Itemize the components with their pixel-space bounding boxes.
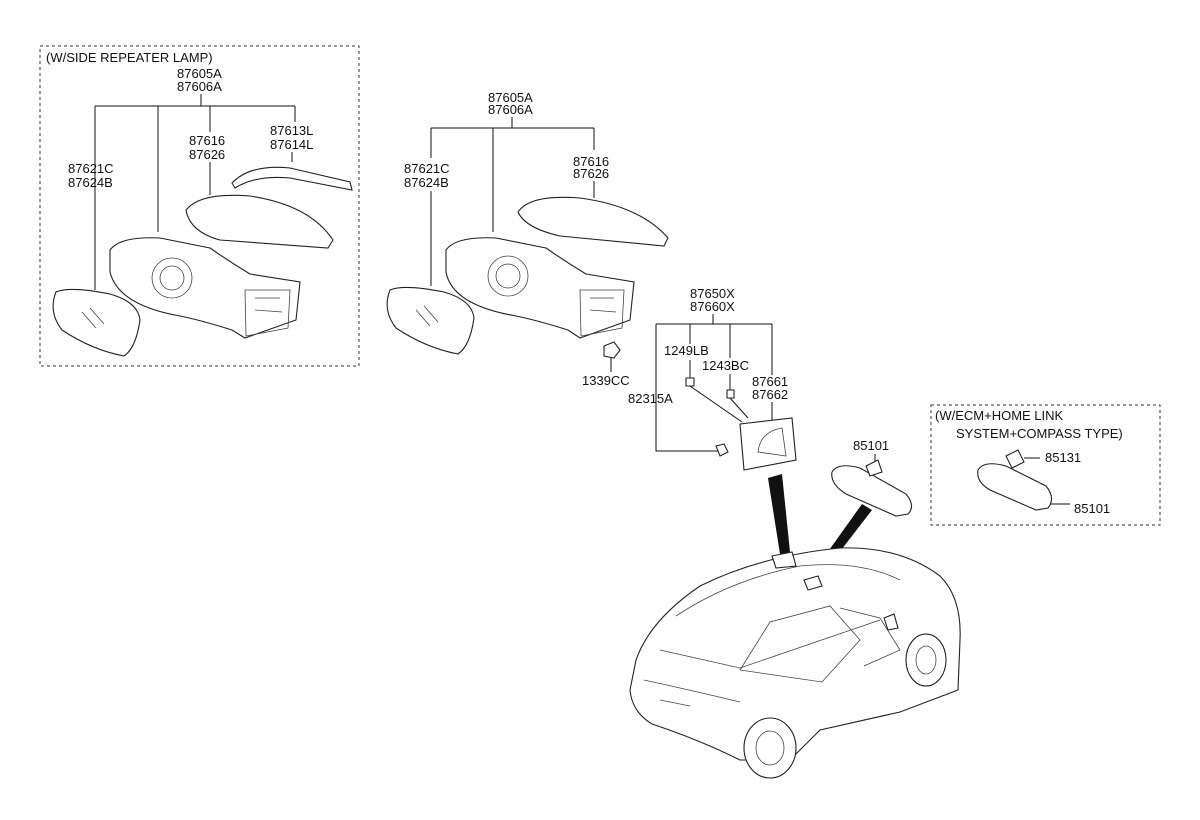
garnish-bolt-a [685,377,695,387]
inside-mirror-label[interactable]: 85101 [853,438,889,453]
garnish-bolt-b-label[interactable]: 1243BC [702,358,749,373]
center-mirror-glass [386,286,475,355]
inside-mirror [831,465,913,517]
garnish-group: 87650X 87660X 1249LB 1243BC 87661 87662 … [628,286,797,471]
side-repeater-note: (W/SIDE REPEATER LAMP) [46,50,213,65]
center-leader-lines [430,117,595,232]
garnish-part-label-top[interactable]: 87661 [752,374,788,389]
center-assy-label-bottom[interactable]: 87606A [488,102,533,117]
ecm-box [930,404,1161,526]
center-mirror-cover [517,196,669,247]
vehicle-rear-wheel [743,717,797,779]
center-assy-label-top[interactable]: 87605A [488,90,533,105]
ecm-harness [1005,449,1025,469]
left-assy-label-bottom[interactable]: 87606A [177,79,222,94]
center-nut [603,341,621,359]
ecm-harness-label[interactable]: 85131 [1045,450,1081,465]
garnish-clip [715,443,729,457]
left-repeater-lamp [231,166,353,191]
vehicle-body [629,547,961,761]
center-actuator [487,255,529,297]
ecm-mirror-label[interactable]: 85101 [1074,501,1110,516]
vehicle-mirror-mount [803,575,823,591]
ecm-mirror [977,463,1053,511]
center-nut-label[interactable]: 1339CC [582,373,630,388]
garnish-assy-label-bottom[interactable]: 87660X [690,299,735,314]
garnish-triangle [739,417,797,471]
garnish-leader-lines [655,314,773,452]
ecm-group: (W/ECM+HOME LINK SYSTEM+COMPASS TYPE) 85… [930,404,1161,526]
left-mirror-cover [185,194,334,249]
left-actuator [151,257,193,299]
center-mirror-group: 87605A 87606A 87621C 87624B 87616 87626 … [386,90,669,388]
left-assy-label-top[interactable]: 87605A [177,66,222,81]
ecm-note-line2: SYSTEM+COMPASS TYPE) [956,426,1123,441]
left-lamp-label-top[interactable]: 87613L [270,123,313,138]
left-cover-label-top[interactable]: 87616 [189,133,225,148]
left-glass-label-bottom[interactable]: 87624B [68,175,113,190]
vehicle-garnish-mount [771,551,797,569]
vehicle-front-wheel [905,633,947,687]
arrow-to-garnish-location [768,474,790,554]
left-lamp-label-bottom[interactable]: 87614L [270,137,313,152]
left-mirror-glass [52,288,141,357]
center-mirror-housing [445,237,635,339]
side-repeater-lamp-group: (W/SIDE REPEATER LAMP) 87605A 87606A 876… [39,45,360,367]
center-cover-label-bottom[interactable]: 87626 [573,166,609,181]
inside-mirror-group: 85101 [831,438,913,517]
garnish-bolt-b [726,389,735,399]
inside-mirror-mount [865,459,883,477]
center-glass-label-bottom[interactable]: 87624B [404,175,449,190]
vehicle-illustration [629,547,961,779]
center-cover-label-top[interactable]: 87616 [573,154,609,169]
left-mirror-housing [109,237,301,339]
left-leader-lines [94,94,296,290]
center-glass-label-top[interactable]: 87621C [404,161,450,176]
ecm-note-line1: (W/ECM+HOME LINK [935,408,1064,423]
garnish-clip-label[interactable]: 82315A [628,391,673,406]
garnish-part-label-bottom[interactable]: 87662 [752,387,788,402]
garnish-assy-label-top[interactable]: 87650X [690,286,735,301]
left-cover-label-bottom[interactable]: 87626 [189,147,225,162]
left-glass-label-top[interactable]: 87621C [68,161,114,176]
vehicle-windows [739,605,901,683]
garnish-bolt-a-label[interactable]: 1249LB [664,343,709,358]
vehicle-side-mirror [883,613,899,631]
side-repeater-box [39,45,360,367]
